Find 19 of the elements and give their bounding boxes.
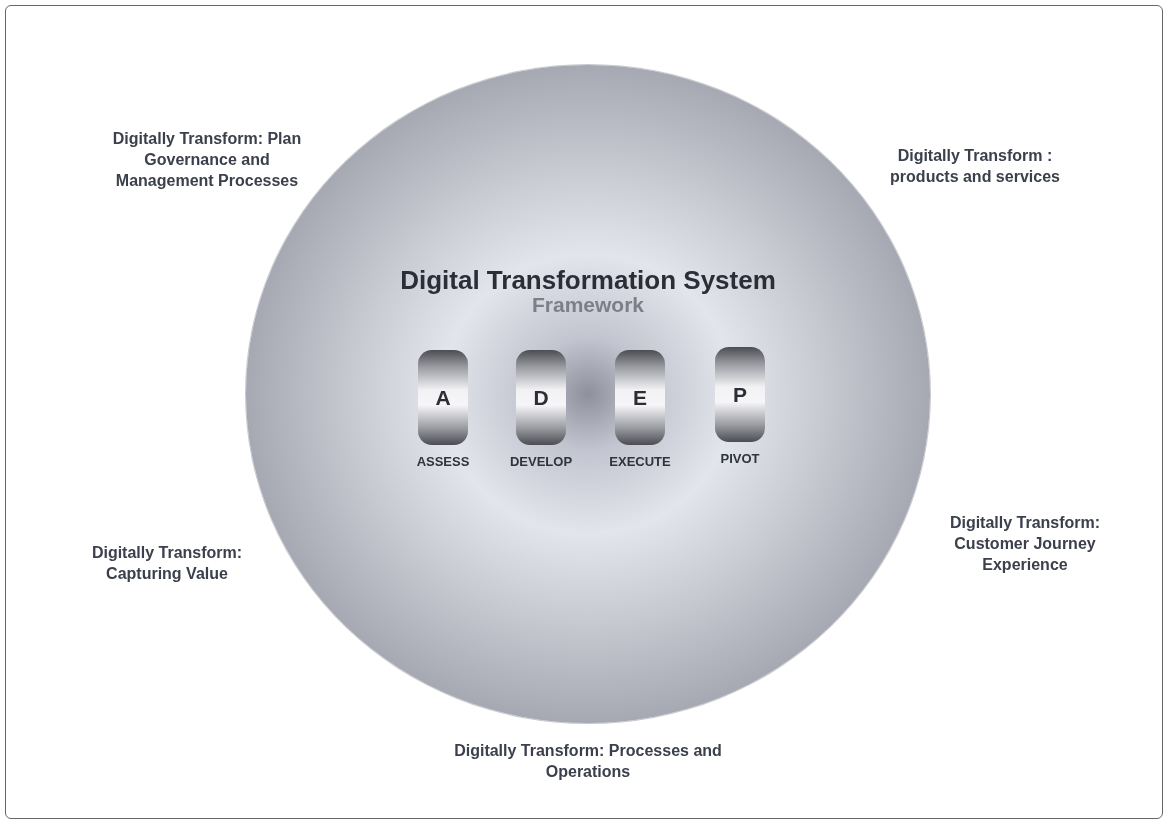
- side-label: Digitally Transform : products and services: [889, 146, 1061, 187]
- phase-pill: [615, 350, 665, 445]
- phase-pill: [418, 350, 468, 445]
- side-label: Digitally Transform: Plan Governance and Management Processes: [111, 129, 303, 191]
- side-label: Digitally Transform: Processes and Operations: [453, 741, 723, 782]
- side-label: Digitally Transform: Capturing Value: [90, 543, 244, 584]
- phase-letter: E: [632, 386, 648, 410]
- phase-pill: [516, 350, 566, 445]
- framework-subtitle: Framework: [530, 293, 645, 317]
- phase-letter: D: [532, 386, 550, 410]
- side-label: Digitally Transform: Customer Journey Experience: [948, 513, 1102, 575]
- phase-letter: P: [732, 383, 748, 407]
- framework-title: Digital Transformation System: [399, 265, 777, 296]
- phase-label: ASSESS: [415, 454, 471, 469]
- phase-label: PIVOT: [719, 451, 761, 466]
- phase-letter: A: [434, 386, 452, 410]
- phase-pill: [715, 347, 765, 442]
- phase-label: EXECUTE: [608, 454, 672, 469]
- phase-label: DEVELOP: [508, 454, 574, 469]
